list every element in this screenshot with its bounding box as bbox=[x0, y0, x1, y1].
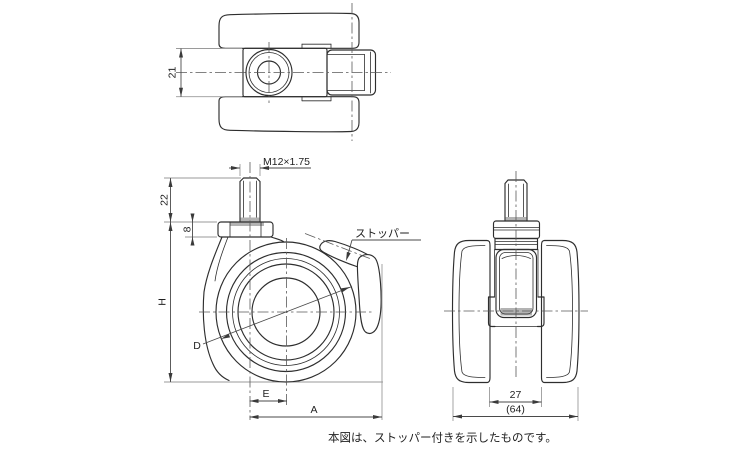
dim-22-label: 22 bbox=[159, 194, 171, 206]
front-view: 27 (64) bbox=[444, 171, 588, 421]
front-view-dim-64: (64) bbox=[452, 387, 579, 421]
dim-D-label: D bbox=[193, 340, 201, 352]
side-view-dim-E-A: E A bbox=[249, 264, 383, 420]
top-view: 21 bbox=[167, 3, 391, 141]
side-view-collar-nut bbox=[217, 221, 274, 238]
top-view-hub-ledges bbox=[301, 43, 332, 102]
front-view-right-wheel bbox=[540, 239, 580, 384]
drawing-note: 本図は、ストッパー付きを示したものです。 bbox=[328, 431, 557, 445]
front-view-right-wheel-contour bbox=[546, 245, 573, 378]
side-view-stopper-callout: ストッパー bbox=[346, 227, 421, 261]
side-view-fork-inner-edge bbox=[214, 236, 229, 282]
side-view-fork-right-edge bbox=[270, 236, 285, 243]
dim-8-label: 8 bbox=[182, 226, 194, 232]
side-view-stopper-axis-centerline bbox=[304, 233, 372, 260]
stopper-label: ストッパー bbox=[355, 227, 410, 240]
side-view-dim-22-H: 22 H bbox=[157, 177, 241, 382]
front-view-collar-nut bbox=[492, 220, 541, 251]
dim-21-label: 21 bbox=[167, 67, 179, 79]
dim-H-label: H bbox=[157, 298, 169, 306]
front-view-left-wheel-contour bbox=[458, 245, 486, 378]
dim-A-label: A bbox=[310, 404, 317, 416]
side-view-dim-8: 8 bbox=[182, 213, 217, 246]
side-view-dim-thread: M12×1.75 bbox=[229, 156, 311, 176]
front-view-dim-27: 27 bbox=[489, 387, 542, 407]
top-view-upper-wheel bbox=[218, 12, 360, 49]
side-view-fork-outer-edge bbox=[202, 236, 230, 382]
top-view-lower-wheel bbox=[218, 96, 360, 133]
side-view-dim-D: D bbox=[193, 286, 353, 352]
side-view-stopper-blade bbox=[356, 253, 382, 335]
dim-E-label: E bbox=[262, 388, 269, 400]
dim-27-label: 27 bbox=[510, 389, 522, 401]
side-view: M12×1.75 22 H 8 D bbox=[157, 156, 421, 420]
top-view-dim-21: 21 bbox=[167, 48, 242, 98]
thread-label: M12×1.75 bbox=[263, 156, 310, 168]
front-view-left-wheel bbox=[451, 239, 491, 384]
top-view-stopper-bracket bbox=[326, 51, 371, 94]
dim-64-label: (64) bbox=[506, 404, 525, 416]
